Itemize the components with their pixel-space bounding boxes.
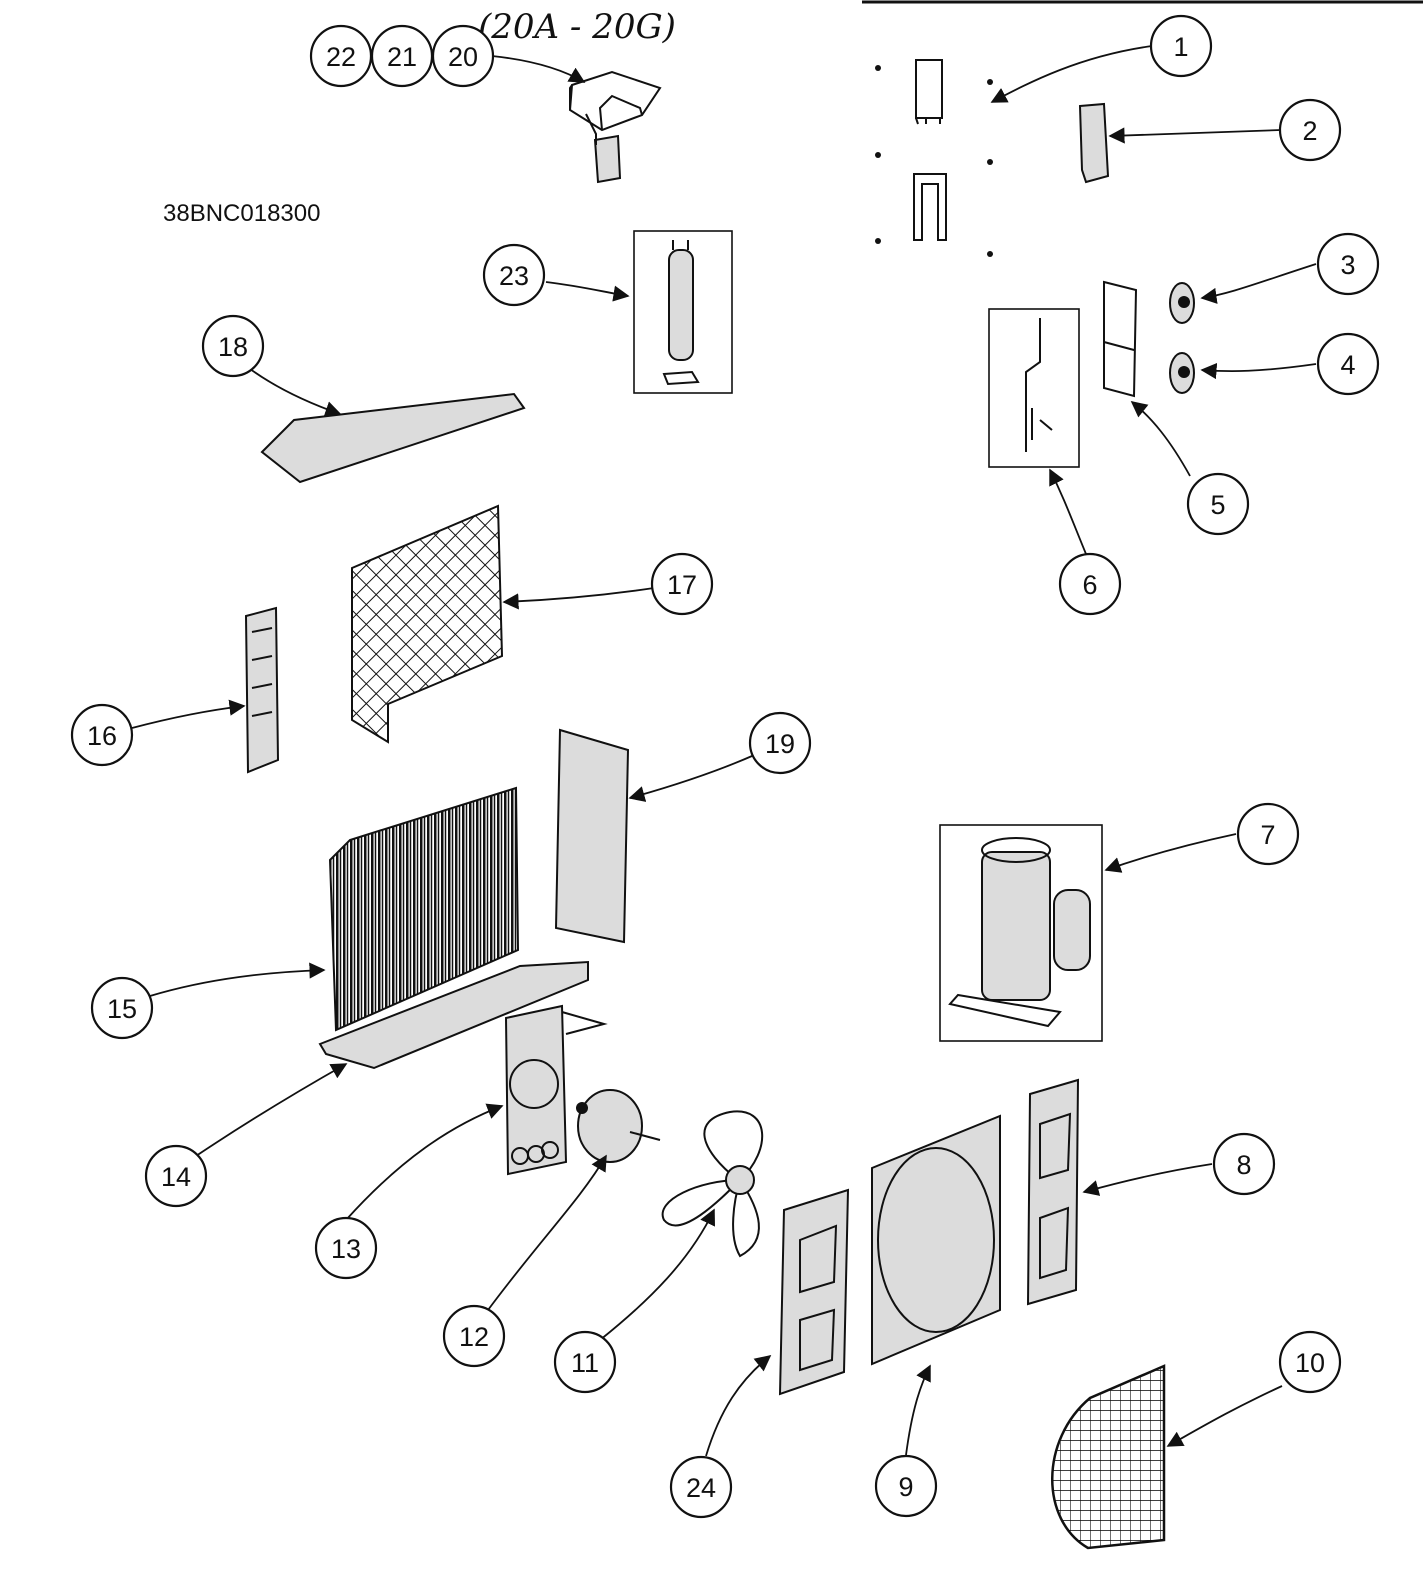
- callout-9: 9: [874, 1454, 938, 1518]
- accumulator-part: [633, 230, 733, 394]
- compressor-part: [939, 824, 1103, 1042]
- callout-number: 18: [218, 332, 248, 362]
- callout-number: 8: [1236, 1150, 1251, 1180]
- callout-circle: [309, 24, 373, 88]
- callout-number: 10: [1295, 1348, 1325, 1378]
- fan-motor-part: [576, 1089, 661, 1163]
- callout-8: 8: [1212, 1132, 1276, 1196]
- callout-circle: [553, 1330, 617, 1394]
- callout-7: 7: [1236, 802, 1300, 866]
- callout-17: 17: [650, 552, 714, 616]
- callout-circle: [70, 703, 134, 767]
- callout-2: 2: [1278, 98, 1342, 162]
- callout-number: 21: [387, 42, 417, 72]
- callout-number: 20: [448, 42, 478, 72]
- callout-24: 24: [669, 1455, 733, 1519]
- callout-14: 14: [144, 1144, 208, 1208]
- callout-16: 16: [70, 703, 134, 767]
- tubing-assembly-part: [988, 308, 1080, 468]
- callout-3: 3: [1316, 232, 1380, 296]
- top-cover-part: [260, 392, 526, 484]
- callout-circle: [1236, 802, 1300, 866]
- callout-21: 21: [370, 24, 434, 88]
- callout-15: 15: [90, 976, 154, 1040]
- callout-circle: [442, 1304, 506, 1368]
- callout-23: 23: [482, 243, 546, 307]
- callout-circle: [669, 1455, 733, 1519]
- callout-circle: [748, 711, 812, 775]
- callout-number: 11: [571, 1348, 599, 1378]
- callout-20: 20: [431, 24, 495, 88]
- callout-number: 17: [667, 570, 697, 600]
- callout-number: 14: [161, 1162, 191, 1192]
- callout-number: 15: [107, 994, 137, 1024]
- callout-circle: [1316, 332, 1380, 396]
- mounting-brackets-part: [875, 59, 993, 257]
- model-number: 38BNC018300: [163, 200, 320, 227]
- fan-guard-grille-part: [1051, 1364, 1166, 1550]
- callout-circle: [1058, 552, 1122, 616]
- callout-number: 6: [1082, 570, 1097, 600]
- callout-number: 1: [1173, 32, 1188, 62]
- callout-number: 16: [87, 721, 117, 751]
- callout-circle: [482, 243, 546, 307]
- partition-panel-part: [554, 728, 630, 944]
- handwritten-note: (20A - 20G): [478, 7, 676, 47]
- terminal-cover-part: [1078, 102, 1110, 184]
- callout-22: 22: [309, 24, 373, 88]
- callout-number: 3: [1340, 250, 1355, 280]
- callout-number: 5: [1210, 490, 1225, 520]
- callout-13: 13: [314, 1216, 378, 1280]
- control-box-part: [568, 70, 662, 184]
- valve-mounting-plate-part: [1103, 280, 1138, 398]
- callout-circle: [144, 1144, 208, 1208]
- motor-bracket-part: [504, 1004, 608, 1176]
- callout-11: 11: [553, 1330, 617, 1394]
- callout-12: 12: [442, 1304, 506, 1368]
- callout-circle: [1316, 232, 1380, 296]
- callout-number: 2: [1302, 116, 1317, 146]
- base-pan-part: [318, 960, 589, 1070]
- callout-1: 1: [1149, 14, 1213, 78]
- leader-lines: [131, 45, 1317, 1457]
- callout-number: 4: [1340, 350, 1355, 380]
- callout-19: 19: [748, 711, 812, 775]
- callout-circle: [650, 552, 714, 616]
- callout-number: 9: [898, 1472, 913, 1502]
- callout-circle: [874, 1454, 938, 1518]
- callout-number: 22: [326, 42, 356, 72]
- callout-circle: [201, 314, 265, 378]
- callout-circle: [1186, 472, 1250, 536]
- callout-circle: [1212, 1132, 1276, 1196]
- callout-number: 7: [1260, 820, 1275, 850]
- callout-circle: [314, 1216, 378, 1280]
- callout-circle: [1278, 98, 1342, 162]
- callout-number: 12: [459, 1322, 489, 1352]
- callout-number: 23: [499, 261, 529, 291]
- right-side-panel-part: [1026, 1078, 1080, 1306]
- front-panel-part: [871, 1114, 1001, 1366]
- side-grille-part: [244, 606, 280, 774]
- callout-4: 4: [1316, 332, 1380, 396]
- front-left-side-panel-part: [778, 1188, 850, 1396]
- callout-number: 19: [765, 729, 795, 759]
- rear-guard-mesh-part: [351, 504, 504, 744]
- callout-6: 6: [1058, 552, 1122, 616]
- condenser-coil-part: [328, 786, 520, 1032]
- callout-10: 10: [1278, 1330, 1342, 1394]
- callout-circle: [90, 976, 154, 1040]
- callout-5: 5: [1186, 472, 1250, 536]
- callout-18: 18: [201, 314, 265, 378]
- callout-number: 24: [686, 1473, 716, 1503]
- callout-number: 13: [331, 1234, 361, 1264]
- callout-circle: [1278, 1330, 1342, 1394]
- service-valves-part: [1169, 282, 1195, 394]
- callout-circle: [1149, 14, 1213, 78]
- fan-blade-part: [661, 1110, 764, 1258]
